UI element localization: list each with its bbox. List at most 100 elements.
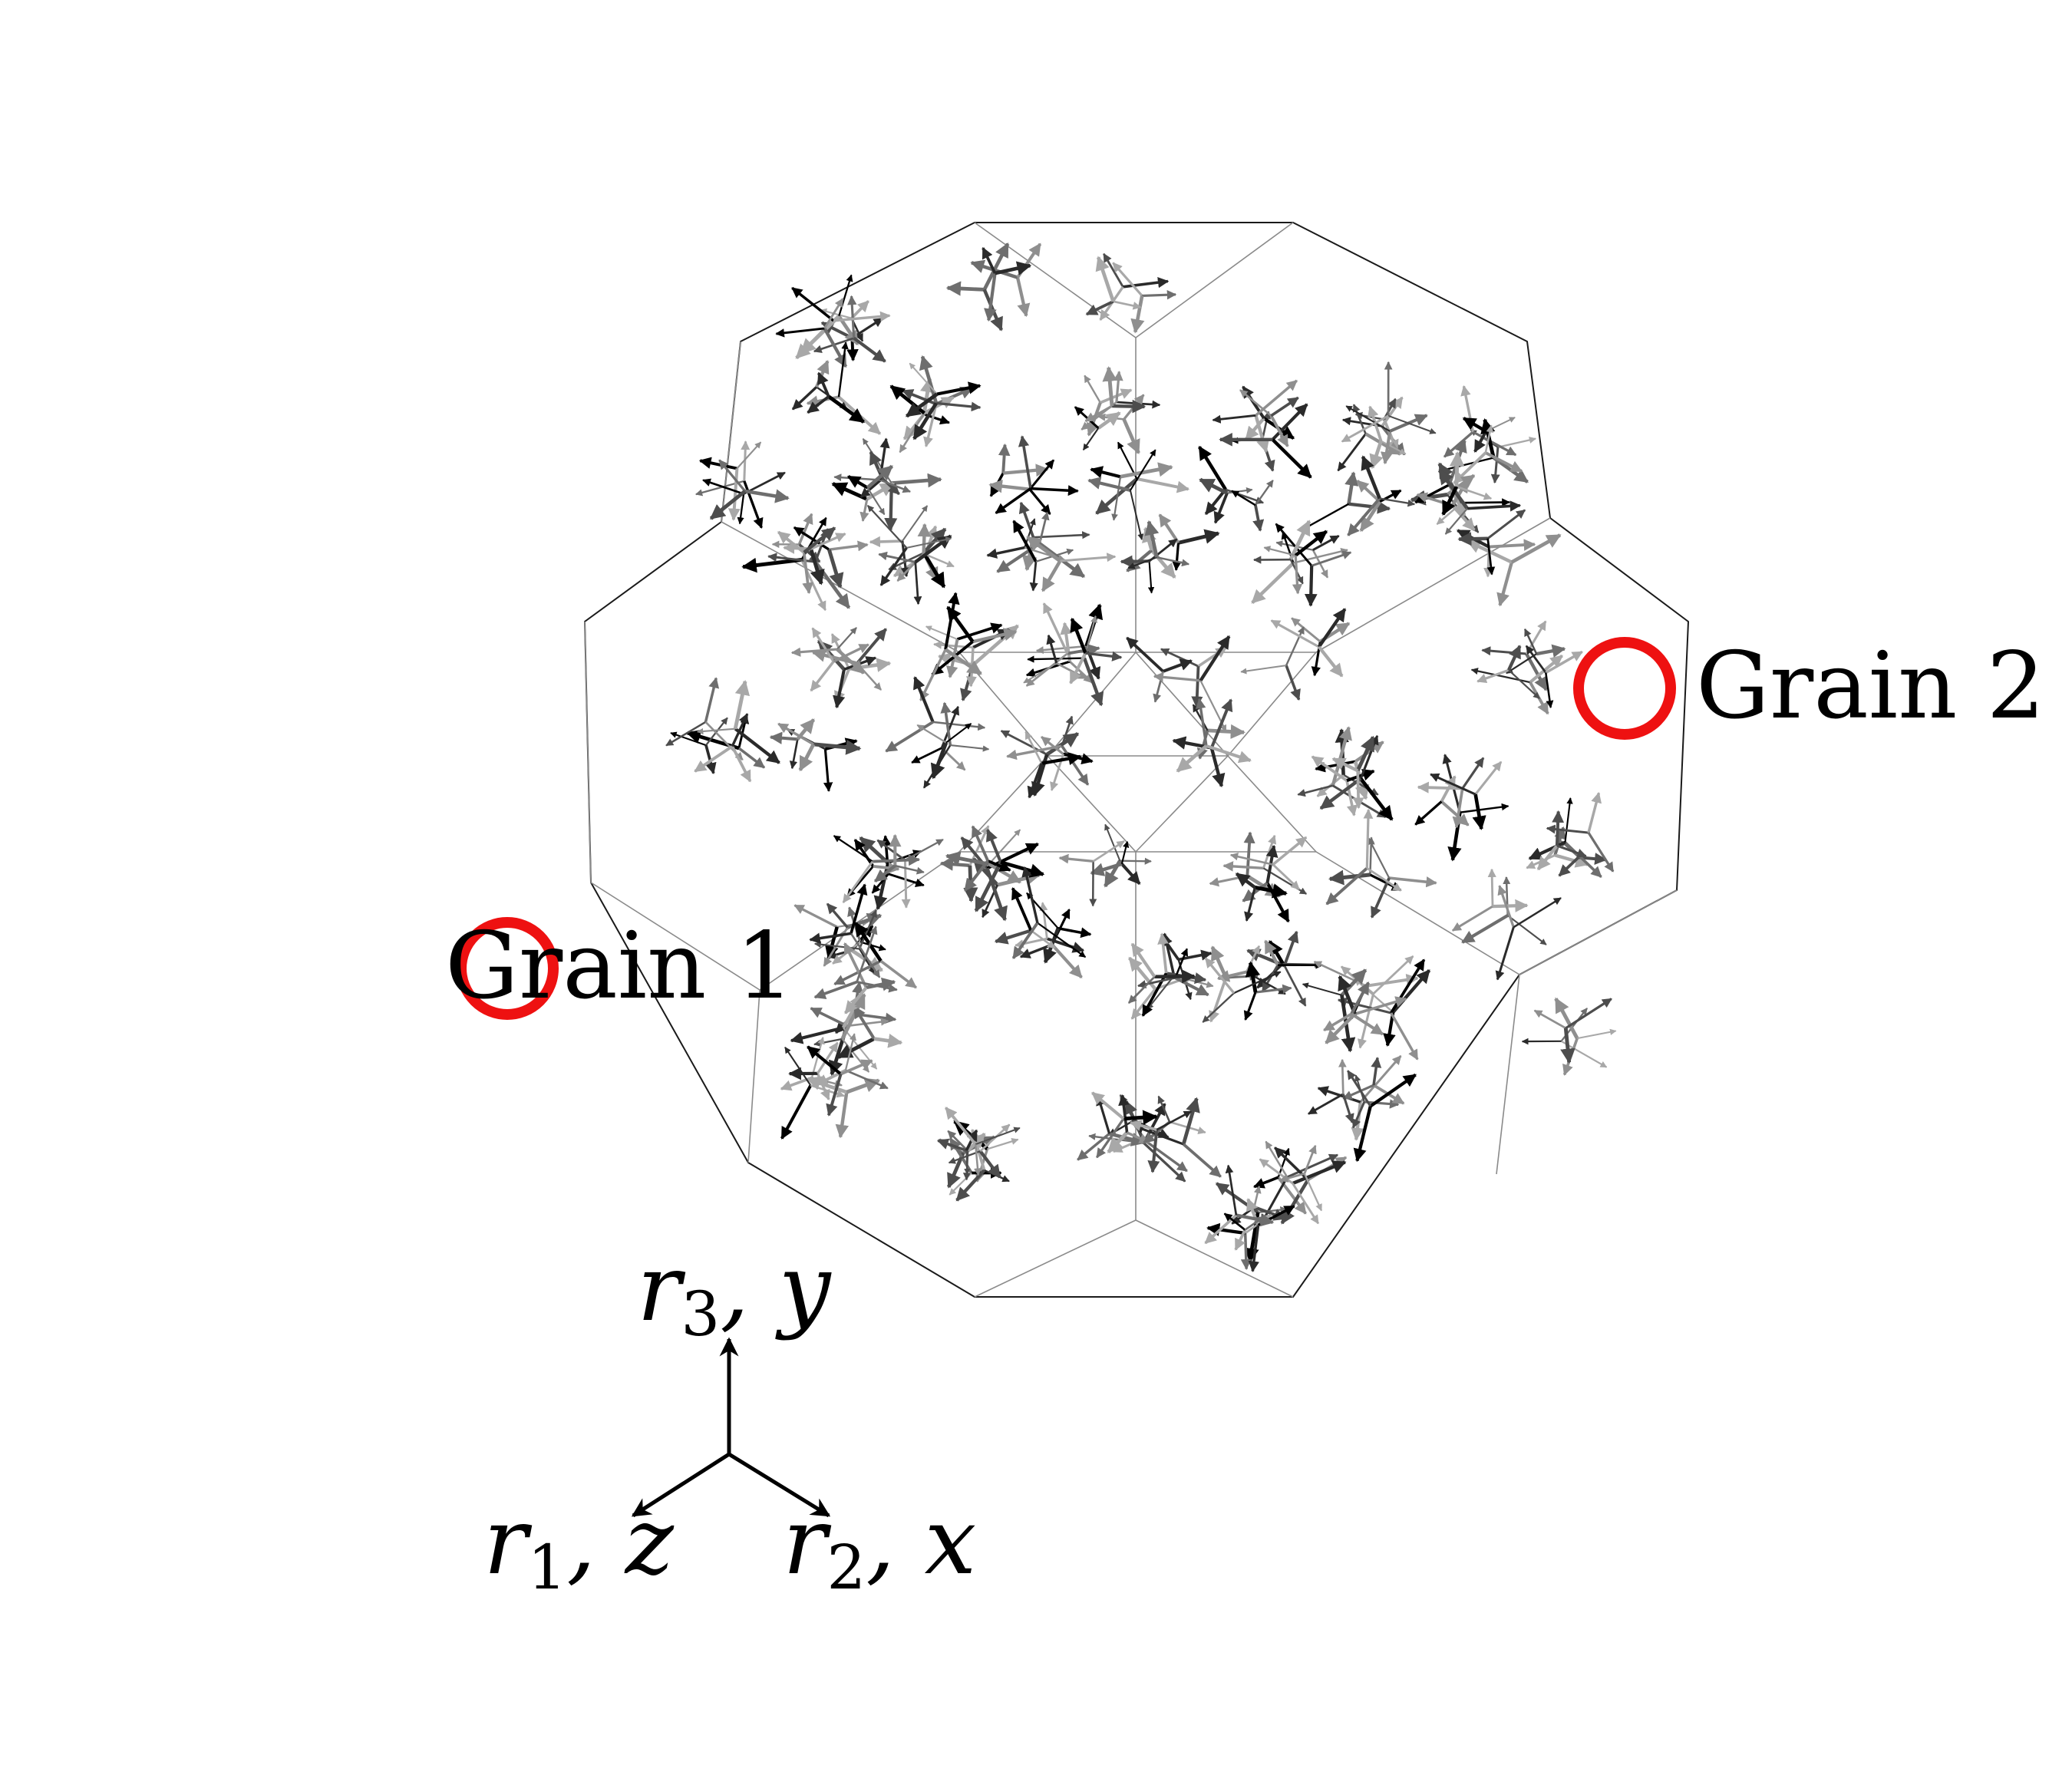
orientation-arrow <box>1107 1131 1129 1154</box>
orientation-arrow <box>856 925 878 983</box>
orientation-arrow <box>936 381 982 396</box>
orientation-arrow <box>1307 1093 1344 1115</box>
orientation-arrow <box>1323 1012 1353 1032</box>
orientation-arrow <box>1097 411 1121 430</box>
orientation-arrow <box>1039 902 1048 939</box>
orientation-arrow <box>1133 1124 1184 1146</box>
orientation-arrow <box>988 479 1031 493</box>
orientation-arrow <box>1206 1222 1246 1236</box>
orientation-arrow <box>1513 897 1562 929</box>
orientation-arrow <box>1460 384 1475 433</box>
orientation-arrow <box>1095 1117 1125 1159</box>
orientation-arrow <box>923 553 955 568</box>
orientation-arrow <box>846 338 859 361</box>
orientation-arrow <box>1523 628 1538 655</box>
orientation-arrow <box>1265 1140 1288 1178</box>
orientation-arrow <box>1223 1212 1246 1231</box>
orientation-arrow <box>1370 877 1391 919</box>
orientation-arrow <box>1476 668 1509 684</box>
orientation-arrow <box>866 977 896 991</box>
orientation-arrow <box>1487 868 1496 907</box>
orientation-arrow <box>974 1144 982 1176</box>
orientation-arrow <box>833 473 880 482</box>
orientation-arrow <box>1272 836 1308 866</box>
orientation-arrow <box>1027 763 1044 799</box>
orientation-arrow <box>1417 781 1463 793</box>
orientation-arrow <box>846 474 869 490</box>
orientation-arrow <box>1351 1012 1384 1036</box>
orientation-arrow <box>1261 964 1279 993</box>
orientation-arrow <box>1507 915 1547 945</box>
orientation-arrow <box>931 640 974 676</box>
orientation-arrow <box>813 980 858 999</box>
orientation-arrow <box>847 295 857 338</box>
orientation-arrow <box>775 327 825 338</box>
orientation-arrow <box>1285 626 1305 666</box>
orientation-arrow <box>1331 726 1352 787</box>
orientation-arrow <box>866 505 908 549</box>
orientation-arrow <box>1472 431 1517 457</box>
axis-left-label: r1, z <box>483 1489 675 1603</box>
orientation-arrow <box>1301 503 1350 531</box>
orientation-arrow <box>833 643 869 663</box>
orientation-arrow <box>733 679 751 730</box>
orientation-arrow <box>1242 881 1269 902</box>
orientation-arrow <box>823 298 844 329</box>
orientation-arrow <box>941 747 966 771</box>
orientation-arrow <box>837 341 849 398</box>
orientation-arrow <box>1011 922 1039 959</box>
orientation-arrow <box>1182 1143 1222 1178</box>
orientation-arrow <box>1130 942 1156 978</box>
orientation-arrow <box>1057 926 1092 939</box>
orientation-arrow <box>705 717 728 746</box>
orientation-arrow <box>1255 480 1274 506</box>
orientation-arrow <box>813 739 862 755</box>
orientation-arrow <box>731 745 752 783</box>
orientation-arrow <box>809 548 825 586</box>
orientation-arrow <box>947 1130 969 1152</box>
orientation-arrow <box>866 487 886 516</box>
orientation-arrow <box>873 1033 903 1048</box>
orientation-arrow <box>1293 547 1348 564</box>
orientation-arrow <box>670 731 707 747</box>
orientation-arrow <box>884 483 898 532</box>
orientation-arrow <box>945 851 990 866</box>
orientation-arrow <box>853 922 883 962</box>
orientation-arrow <box>1269 414 1289 447</box>
orientation-arrow <box>998 444 1011 473</box>
orientation-arrow <box>913 562 922 605</box>
orientation-arrow <box>923 396 955 415</box>
orientation-arrow <box>736 441 762 470</box>
orientation-arrow <box>1018 501 1035 538</box>
orientation-arrow <box>1141 1137 1188 1173</box>
orientation-arrow <box>1204 488 1227 515</box>
orientation-arrow <box>895 864 925 875</box>
orientation-arrow <box>1292 1160 1347 1186</box>
orientation-arrow <box>1087 477 1131 492</box>
orientation-arrow <box>1123 1110 1158 1125</box>
orientation-arrow <box>696 727 736 735</box>
orientation-arrow <box>741 440 751 481</box>
orientation-arrow <box>899 412 925 454</box>
axis-right-label: r2, x <box>783 1489 976 1603</box>
orientation-arrow <box>1390 958 1426 1014</box>
orientation-arrow <box>1452 788 1464 829</box>
orientation-arrow <box>936 1138 967 1152</box>
orientation-arrow <box>1361 455 1381 500</box>
orientation-arrow <box>1381 440 1407 455</box>
orientation-arrow <box>1244 887 1256 922</box>
orientation-arrow <box>823 327 848 368</box>
orientation-arrow <box>1113 371 1123 403</box>
orientation-arrow <box>840 1059 873 1076</box>
orientation-arrow <box>1234 1229 1247 1251</box>
orientation-arrow <box>1147 1130 1160 1173</box>
orientation-arrow <box>1129 490 1144 540</box>
orientation-arrow <box>803 526 836 554</box>
orientation-arrow <box>1311 755 1348 782</box>
orientation-arrow <box>1344 471 1359 505</box>
orientation-arrow <box>1206 744 1252 764</box>
orientation-arrow <box>1564 841 1602 879</box>
orientation-arrow <box>1462 417 1487 433</box>
orientation-arrow <box>1245 961 1261 993</box>
orientation-arrow <box>1018 435 1032 489</box>
